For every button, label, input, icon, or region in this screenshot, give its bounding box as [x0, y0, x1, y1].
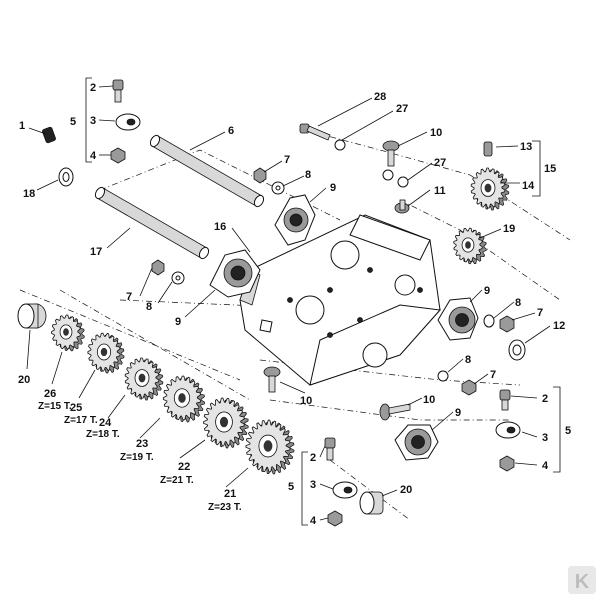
brand-logo: K [568, 566, 596, 594]
sprocket-26 [51, 314, 85, 352]
label-5: 5 [288, 481, 294, 493]
teeth-24: Z=18 T. [86, 429, 120, 440]
label-11: 11 [434, 185, 446, 197]
label-21: 21 [224, 488, 236, 500]
label-18: 18 [23, 188, 35, 200]
shaft-17 [94, 186, 210, 260]
teeth-23: Z=19 T. [120, 452, 154, 463]
label-7: 7 [537, 307, 543, 319]
label-16: 16 [214, 221, 226, 233]
label-12: 12 [553, 320, 565, 332]
label-2: 2 [310, 452, 316, 464]
label-8: 8 [465, 354, 471, 366]
label-26: 26 [44, 388, 56, 400]
teeth-25: Z=17 T. [64, 415, 98, 426]
shaft-6 [149, 134, 265, 208]
label-10: 10 [430, 127, 442, 139]
teeth-21: Z=23 T. [208, 502, 242, 513]
label-1: 1 [19, 120, 25, 132]
label-10: 10 [300, 395, 312, 407]
label-7: 7 [126, 291, 132, 303]
sprocket-19 [453, 227, 487, 265]
label-14: 14 [522, 180, 535, 192]
label-2: 2 [90, 82, 96, 94]
flange-bearings [209, 194, 479, 461]
label-5: 5 [565, 425, 571, 437]
label-4: 4 [542, 460, 549, 472]
label-5: 5 [70, 116, 76, 128]
hardware-parts [17, 79, 526, 527]
gearbox-housing [239, 214, 442, 386]
label-4: 4 [90, 150, 97, 162]
teeth-22: Z=21 T. [160, 475, 194, 486]
sprocket-21 [245, 419, 295, 475]
label-8: 8 [305, 169, 311, 181]
label-13: 13 [520, 141, 532, 153]
leader-lines [26, 77, 561, 526]
label-3: 3 [90, 115, 96, 127]
label-20: 20 [400, 484, 412, 496]
sprocket-22 [203, 397, 249, 449]
brand-logo-text: K [575, 571, 590, 593]
label-24: 24 [99, 417, 112, 429]
label-19: 19 [503, 223, 515, 235]
label-3: 3 [542, 432, 548, 444]
part-labels: 1 2 5 3 4 18 6 7 8 9 17 16 7 8 9 28 27 1… [18, 82, 571, 527]
label-2: 2 [542, 393, 548, 405]
label-8: 8 [515, 297, 521, 309]
label-15: 15 [544, 163, 556, 175]
teeth-26: Z=15 T. [38, 401, 72, 412]
sprocket-25 [87, 332, 125, 374]
label-25: 25 [70, 402, 82, 414]
label-27: 27 [396, 103, 408, 115]
sprocket-24 [124, 357, 164, 401]
sprocket-14 [470, 167, 510, 211]
sprocket-23 [162, 375, 205, 423]
label-9: 9 [484, 285, 490, 297]
sprockets [51, 167, 510, 475]
label-22: 22 [178, 461, 190, 473]
label-4: 4 [310, 515, 317, 527]
label-7: 7 [490, 369, 496, 381]
label-7: 7 [284, 154, 290, 166]
label-28: 28 [374, 91, 386, 103]
label-20: 20 [18, 374, 30, 386]
label-8: 8 [146, 301, 152, 313]
label-10: 10 [423, 394, 435, 406]
label-9: 9 [330, 182, 336, 194]
label-27: 27 [434, 157, 446, 169]
label-9: 9 [175, 316, 181, 328]
label-23: 23 [136, 438, 148, 450]
label-9: 9 [455, 407, 461, 419]
label-17: 17 [90, 246, 102, 258]
label-3: 3 [310, 479, 316, 491]
label-6: 6 [228, 125, 234, 137]
